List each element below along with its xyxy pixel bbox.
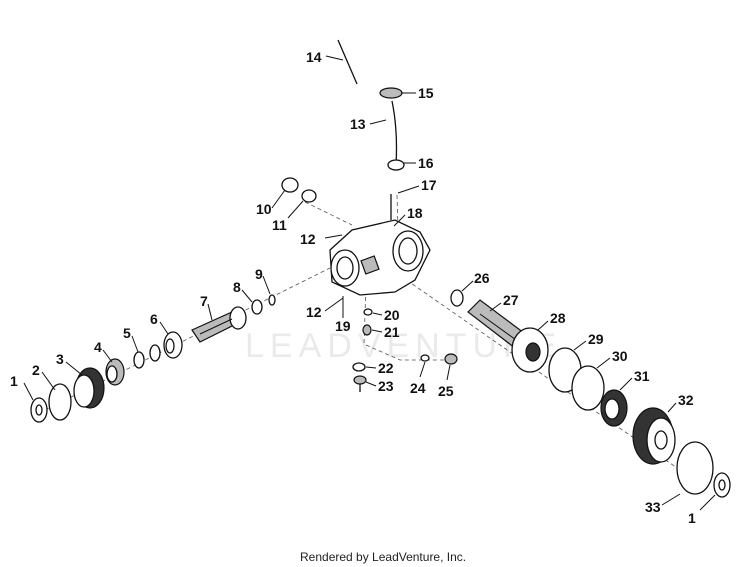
callout-29: 29 (588, 331, 604, 347)
callout-28: 28 (550, 310, 566, 326)
callout-25: 25 (438, 383, 454, 399)
callouts: 1 2 3 4 5 6 7 8 9 10 11 12 12 13 14 15 1… (10, 49, 696, 526)
callout-22: 22 (378, 360, 394, 376)
part-21-plug (362, 324, 372, 336)
part-15-vent-cap (379, 87, 403, 99)
part-3-housing-cap (73, 367, 105, 409)
callout-1-left: 1 (10, 373, 18, 389)
part-6-bearing (163, 331, 183, 359)
part-22-washer (352, 362, 366, 372)
part-32-end-cap (632, 407, 676, 465)
callout-12-upper: 12 (300, 231, 316, 247)
part-23-drain-bolt (353, 375, 367, 392)
part-31-bearing (600, 389, 628, 427)
part-20-washer (363, 308, 373, 316)
callout-26: 26 (474, 270, 490, 286)
part-26-seal (450, 289, 464, 307)
part-1-right-washer (713, 472, 731, 498)
part-14-dipstick (337, 39, 358, 85)
callout-6: 6 (150, 311, 158, 327)
part-8-spacer (251, 299, 263, 315)
callout-21: 21 (384, 324, 400, 340)
callout-5: 5 (123, 325, 131, 341)
part-18-gear-case (329, 219, 431, 296)
callout-15: 15 (418, 85, 434, 101)
callout-27: 27 (503, 292, 519, 308)
callout-4: 4 (94, 339, 102, 355)
part-13-breather-tube (391, 100, 398, 166)
callout-16: 16 (418, 155, 434, 171)
callout-1-right: 1 (688, 510, 696, 526)
callout-19: 19 (335, 318, 351, 334)
callout-32: 32 (678, 392, 694, 408)
callout-30: 30 (612, 348, 628, 364)
part-24-washer (420, 354, 430, 362)
callout-12-lower: 12 (306, 304, 322, 320)
part-16-clamp (387, 159, 405, 171)
callout-14: 14 (306, 49, 322, 65)
callout-31: 31 (634, 368, 650, 384)
callout-2: 2 (32, 362, 40, 378)
footer-credit: Rendered by LeadVenture, Inc. (300, 550, 466, 564)
callout-18: 18 (407, 205, 423, 221)
callout-3: 3 (56, 351, 64, 367)
part-4-bearing (105, 358, 125, 386)
callout-7: 7 (200, 293, 208, 309)
callout-11: 11 (272, 217, 287, 233)
callout-8: 8 (233, 279, 241, 295)
part-9-washer (268, 294, 276, 306)
callout-23: 23 (378, 378, 394, 394)
callout-9: 9 (255, 266, 263, 282)
part-25-plug (444, 353, 458, 365)
part-10-plug (281, 177, 299, 193)
callout-24: 24 (410, 380, 426, 396)
callout-10: 10 (256, 201, 272, 217)
part-30-oring (571, 365, 605, 411)
callout-17: 17 (421, 177, 437, 193)
part-7-pinion-shaft (191, 306, 247, 343)
callout-13: 13 (350, 116, 366, 132)
part-28-ring-gear (511, 327, 549, 373)
callout-20: 20 (384, 307, 400, 323)
part-11-oring (301, 189, 317, 203)
part-2-oring (48, 383, 72, 421)
part-1-left-washer (30, 397, 48, 423)
part-33-oring (676, 441, 714, 495)
leader-lines (23, 55, 716, 511)
callout-33: 33 (645, 499, 661, 515)
part-5-snap-rings (133, 344, 161, 369)
